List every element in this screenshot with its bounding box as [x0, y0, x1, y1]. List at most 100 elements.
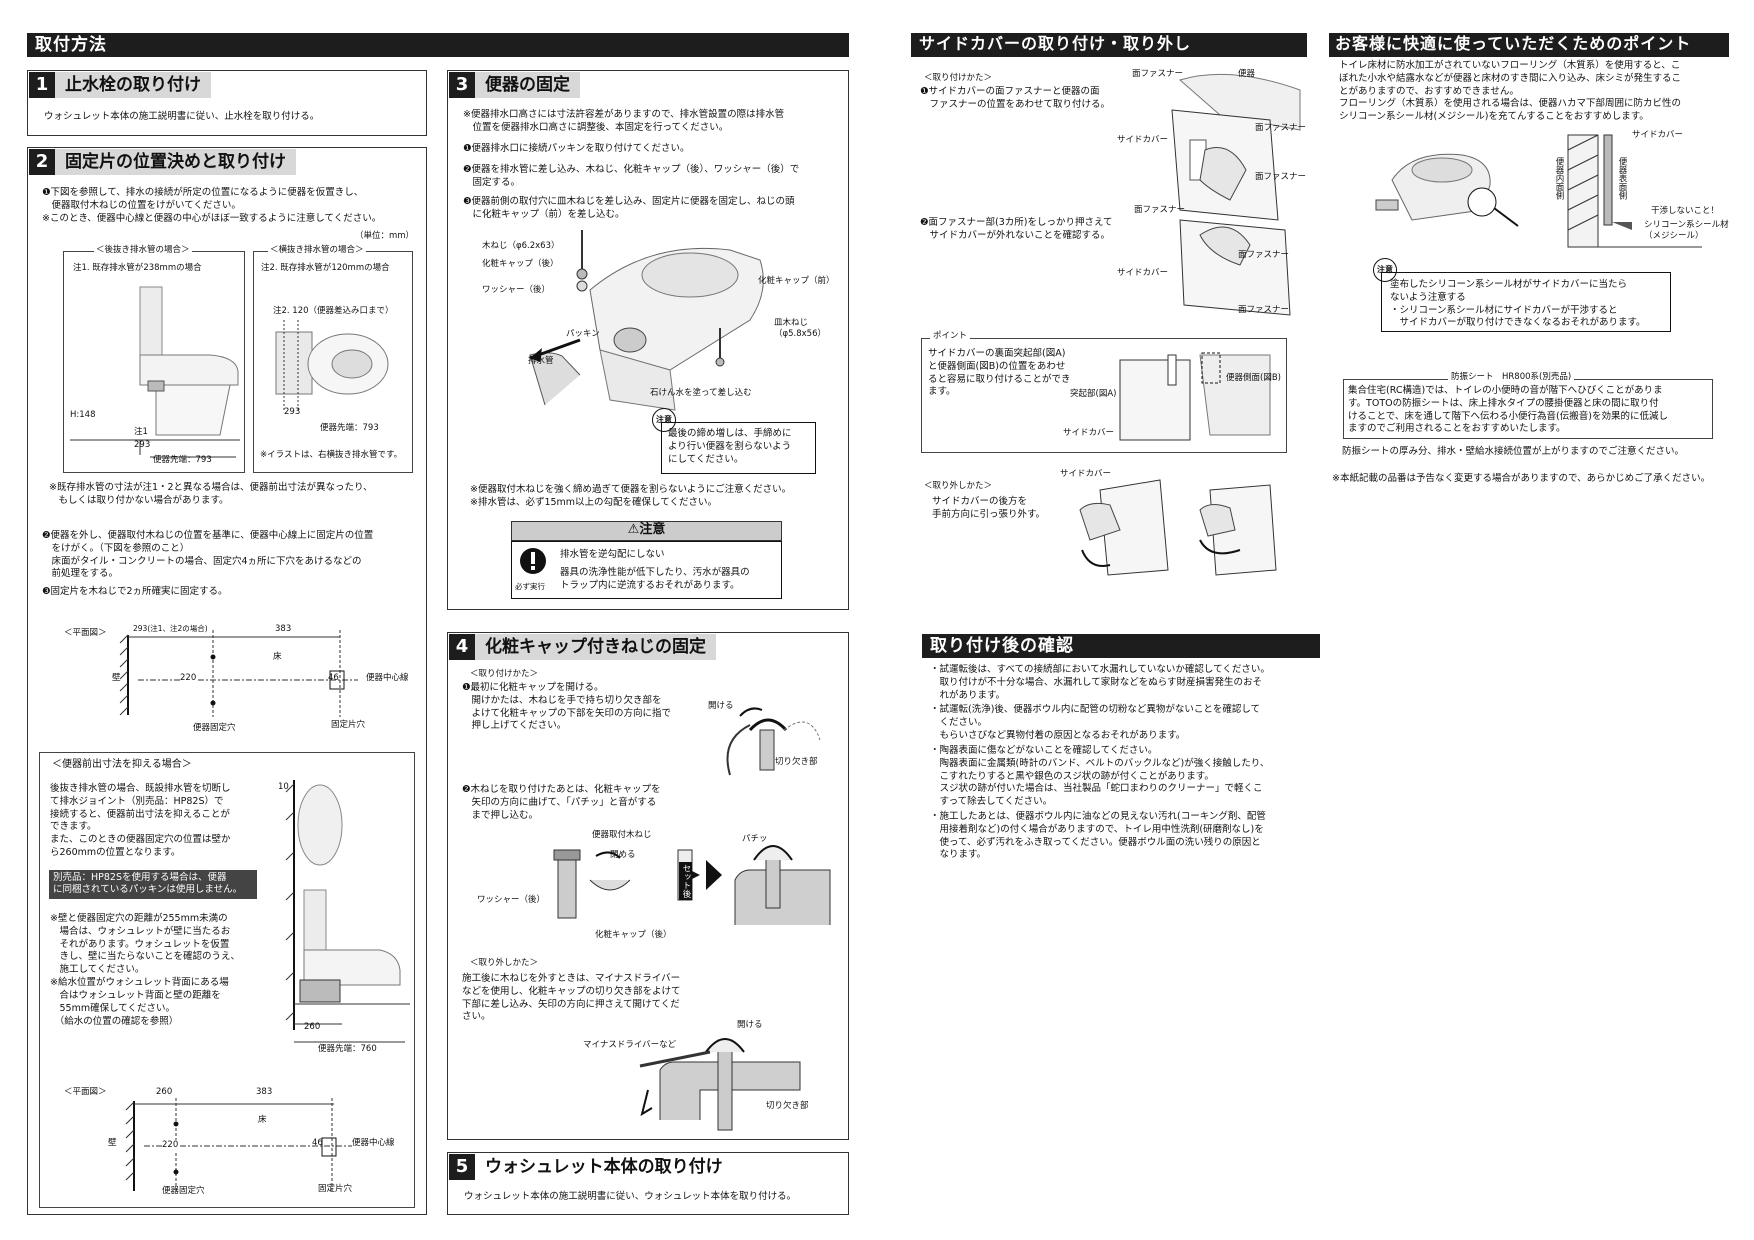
- section-1-title: 止水栓の取り付け: [55, 72, 211, 98]
- label-notch-2: 切り欠き部: [766, 1101, 809, 1111]
- section-1-heading: 1 止水栓の取り付け: [29, 72, 211, 98]
- label-cover-1: サイドカバー: [1117, 135, 1169, 145]
- label-open: 開ける: [708, 701, 734, 711]
- section-3-heading: 3 便器の固定: [449, 72, 580, 98]
- label-surface-side: 便器表面側: [1617, 157, 1628, 200]
- section-2-dim-note: ※既存排水管の寸法が注1・2と異なる場合は、便器前出寸法が異なったり、 もしくは…: [49, 482, 373, 506]
- side-cover-remove: ＜取り外しかた＞: [924, 481, 993, 491]
- label-washer: ワッシャー（後）: [477, 895, 546, 905]
- section-2-step3: ❸固定片を木ねじで2ヵ所確実に固定する。: [42, 586, 228, 597]
- plan-view-2-label: ＜平面図＞: [64, 1087, 107, 1097]
- section-4-remove-text: 施工後に木ねじを外すときは、マイナスドライバー などを使用し、化粧キャップの切り…: [462, 973, 681, 1023]
- label-packing: パッキン: [566, 329, 600, 339]
- side-cover-step1: ❶サイドカバーの面ファスナーと便器の面 ファスナーの位置をあわせて取り付ける。: [920, 86, 1111, 110]
- side-pipe-note2: 注2. 120（便器差込み口まで）: [273, 306, 394, 316]
- plan2-dim-220: 220: [162, 1140, 179, 1152]
- section-2-step1: ❶下図を参照して、排水の接続が所定の位置になるように便器を仮置きし、 便器取付木…: [42, 187, 382, 224]
- dim-793-side: 便器先端：793: [320, 423, 379, 433]
- section-4-remove: ＜取り外しかた＞: [470, 958, 539, 968]
- label-bowl: 便器: [1238, 69, 1256, 79]
- caution-header: ⚠注意: [511, 521, 782, 541]
- plan2-dim-260: 260: [156, 1087, 173, 1097]
- cap-remove-illustration: [639, 1038, 801, 1131]
- label-fastener-1: 面ファスナー: [1132, 69, 1184, 79]
- section-1-number: 1: [29, 72, 55, 98]
- cap-open-illustration: [726, 707, 821, 776]
- section-4-title: 化粧キャップ付きねじの固定: [475, 634, 716, 660]
- label-wood-screw: 木ねじ（φ6.2x63）: [482, 241, 560, 251]
- reduce-front-illustration: [285, 780, 410, 1043]
- section-3-warnings: ※便器取付木ねじを強く締め過ぎて便器を割らないようにご注意ください。 ※排水管は…: [470, 484, 792, 508]
- side-cover-how: ＜取り付けかた＞: [924, 73, 993, 83]
- label-washer-rear: ワッシャー（後）: [482, 285, 551, 295]
- plan2-hole1: 便器固定穴: [162, 1186, 205, 1196]
- label-cover-3: サイドカバー: [1063, 428, 1115, 438]
- plan-view-1-diagram: [119, 630, 358, 717]
- toilet-fixing-illustration: [529, 230, 764, 411]
- caution-line2: 器具の洗浄性能が低下したり、汚水が器具の トラップ内に逆流するおそれがあります。: [560, 567, 750, 591]
- section-5-body: ウォシュレット本体の施工説明書に従い、ウォシュレット本体を取り付ける。: [464, 1191, 797, 1202]
- dim-293-rear: 293: [134, 440, 151, 450]
- section-2-title: 固定片の位置決めと取り付け: [55, 149, 296, 175]
- side-cover-step2: ❷面ファスナー部(3カ所)をしっかり押さえて サイドカバーが外れないことを確認す…: [920, 217, 1113, 241]
- after-check-item-4: ・施工したあとは、便器ボウル内に油などの見えない汚れ(コーキング剤、配管 用接着…: [930, 810, 1266, 861]
- section-3-step2: ❷便器を排水管に差し込み、木ねじ、化粧キャップ（後）、ワッシャー（後）で 固定す…: [463, 164, 800, 188]
- plan2-floor: 床: [258, 1115, 267, 1125]
- plan2-centerline: 便器中心線: [352, 1138, 395, 1148]
- caution-line1: 排水管を逆勾配にしない: [560, 549, 665, 560]
- must-do-label: 必ず実行: [515, 582, 545, 591]
- section-4-heading: 4 化粧キャップ付きねじの固定: [449, 634, 716, 660]
- label-fastener-2: 面ファスナー: [1255, 123, 1307, 133]
- section-3-box: [447, 70, 849, 610]
- side-pipe-note: 注2. 既存排水管が120mmの場合: [261, 263, 390, 273]
- label-sealant: シリコーン系シール材 （メジシール）: [1644, 220, 1729, 242]
- label-comfort-cover: サイドカバー: [1632, 130, 1684, 140]
- anti-vibration-body: 集合住宅(RC構造)では、トイレの小便時の音が階下へひびくことがありま す。TO…: [1348, 385, 1668, 435]
- section-2-step2: ❷便器を外し、便器取付木ねじの位置を基準に、便器中心線上に固定片の位置 をけがく…: [42, 530, 374, 580]
- after-check-item-2: ・試運転(洗浄)後、便器ボウル内に配管の切粉など異物がないことを確認して くださ…: [930, 704, 1261, 742]
- after-check-header: 取り付け後の確認: [922, 634, 1320, 658]
- label-toilet-screw: 便器取付木ねじ: [592, 830, 652, 840]
- label-flat-screw-size: （φ5.8x56）: [774, 329, 826, 339]
- plan1-dim-46: 46: [328, 673, 339, 683]
- label-fastener-4: 面ファスナー: [1134, 205, 1186, 215]
- section-3-number: 3: [449, 72, 475, 98]
- section-5-heading: 5 ウォシュレット本体の取り付け: [449, 1154, 733, 1180]
- section-2-box: [27, 147, 427, 1215]
- plan1-dim-293: 293(注1、注2の場合): [133, 624, 208, 633]
- after-check-item-1: ・試運転後は、すべての接続部において水漏れしていないか確認してください。 取り付…: [930, 664, 1270, 701]
- section-4-number: 4: [449, 634, 475, 660]
- label-drain-pipe: 排水管: [528, 356, 554, 366]
- label-soap-water: 石けん水を塗って差し込む: [650, 388, 752, 398]
- reduce-front-body: 後抜き排水管の場合、既設排水管を切断し て排水ジョイント（別売品：HP82S）で…: [50, 783, 231, 859]
- section-3-note-text: 最後の締め増しは、手締めに より行い便器を割らないよう にしてください。: [668, 428, 792, 465]
- point-label: ポイント: [930, 331, 971, 343]
- section-5-title: ウォシュレット本体の取り付け: [475, 1154, 733, 1180]
- label-notch: 切り欠き部: [775, 757, 818, 767]
- section-3-note-box: [661, 422, 816, 474]
- label-flat-screw: 皿木ねじ: [774, 318, 809, 328]
- section-3-step3: ❸便器前側の取付穴に皿木ねじを差し込み、固定片に便器を固定し、ねじの頭 に化粧キ…: [463, 196, 795, 220]
- dim-760: 便器先端：760: [318, 1044, 377, 1054]
- reduce-front-title: ＜便器前出寸法を抑える場合＞: [52, 759, 192, 770]
- section-1-body: ウォシュレット本体の施工説明書に従い、止水栓を取り付ける。: [44, 111, 320, 122]
- comfort-note-badge: 注意: [1373, 258, 1397, 282]
- label-after-set: セット後: [679, 862, 693, 900]
- label-cap-front: 化粧キャップ（前）: [758, 276, 835, 286]
- comfort-note-text: 塗布したシリコーン系シール材がサイドカバーに当たら ないよう注意する ・シリコー…: [1390, 279, 1646, 329]
- side-toilet-plan-illustration: [275, 320, 389, 410]
- section-4-how: ＜取り付けかた＞: [470, 669, 539, 679]
- plan1-hole1: 便器固定穴: [193, 723, 236, 733]
- label-fastener-6: 面ファスナー: [1238, 305, 1290, 315]
- dim-293-side: 293: [284, 407, 301, 417]
- after-check-list: ・試運転後は、すべての接続部において水漏れしていないか確認してください。 取り付…: [930, 664, 1310, 863]
- reduce-front-optional-note: 別売品：HP82Sを使用する場合は、便器 に同梱されているパッキンは使用しません…: [49, 870, 257, 899]
- label-pachi: パチッ: [742, 834, 768, 844]
- section-4-step1: ❶最初に化粧キャップを開ける。 開けかたは、木ねじを手で持ち切り欠き部を よけて…: [462, 682, 672, 732]
- plan2-wall: 壁: [108, 1138, 117, 1148]
- plan1-floor: 床: [273, 652, 282, 662]
- section-1-box: [27, 70, 427, 136]
- label-open-2: 開ける: [737, 1020, 763, 1030]
- section-3-step1: ❶便器排水口に接続パッキンを取り付けてください。: [463, 143, 690, 154]
- rear-pipe-note: 注1. 既存排水管が238mmの場合: [73, 263, 202, 273]
